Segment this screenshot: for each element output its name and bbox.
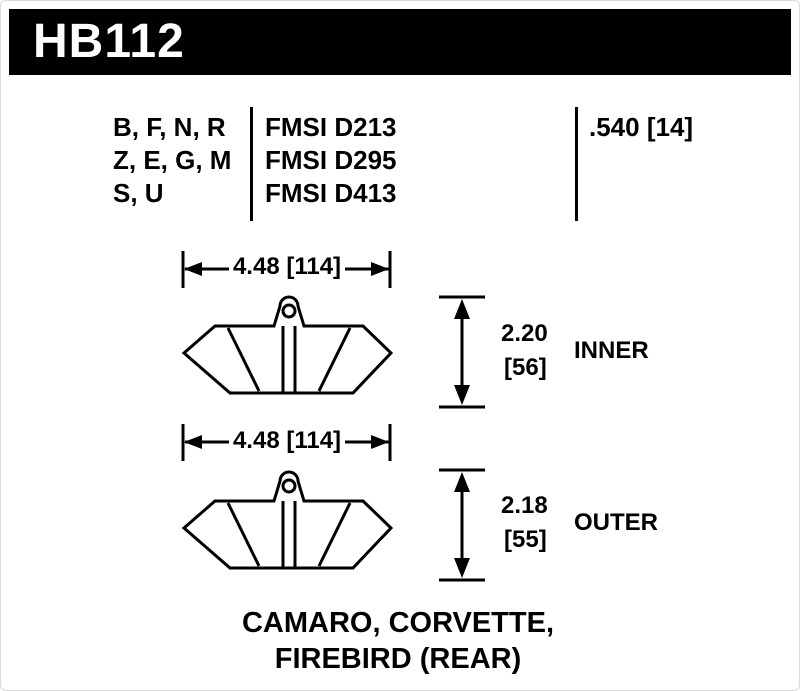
inner-pad-label: INNER bbox=[574, 337, 649, 364]
inner-pad-drawing bbox=[182, 295, 393, 395]
compound-row: Z, E, G, M bbox=[113, 145, 232, 175]
inner-height-mm: [56] bbox=[504, 354, 547, 381]
inner-width-dimension-text: 4.48 [114] bbox=[232, 253, 342, 280]
compound-codes: B, F, N, R Z, E, G, M S, U bbox=[113, 111, 231, 210]
fmsi-row: FMSI D413 bbox=[265, 178, 397, 208]
compound-row: S, U bbox=[113, 178, 164, 208]
header-bar: HB112 bbox=[9, 9, 791, 75]
outer-height-mm: [55] bbox=[504, 526, 547, 553]
fmsi-row: FMSI D213 bbox=[265, 112, 397, 142]
table-divider-right bbox=[575, 107, 578, 221]
inner-height-inches: 2.20 bbox=[501, 320, 548, 347]
inner-pad-height-dimension bbox=[437, 295, 487, 409]
fmsi-numbers: FMSI D213 FMSI D295 FMSI D413 bbox=[265, 111, 397, 210]
outer-pad-label: OUTER bbox=[574, 509, 658, 536]
application-line-1: CAMARO, CORVETTE, bbox=[241, 607, 555, 639]
compound-row: B, F, N, R bbox=[113, 112, 226, 142]
part-number: HB112 bbox=[33, 15, 185, 68]
outer-height-inches: 2.18 bbox=[501, 492, 548, 519]
vehicle-application: CAMARO, CORVETTE, FIREBIRD (REAR) bbox=[98, 605, 698, 677]
outer-pad-height-dimension bbox=[437, 468, 487, 582]
fmsi-row: FMSI D295 bbox=[265, 145, 397, 175]
table-divider-left bbox=[250, 107, 253, 221]
outer-width-dimension-text: 4.48 [114] bbox=[232, 427, 342, 454]
outer-pad-drawing bbox=[182, 470, 393, 570]
pad-thickness-value: .540 [14] bbox=[589, 112, 694, 142]
application-line-2: FIREBIRD (REAR) bbox=[274, 643, 522, 675]
